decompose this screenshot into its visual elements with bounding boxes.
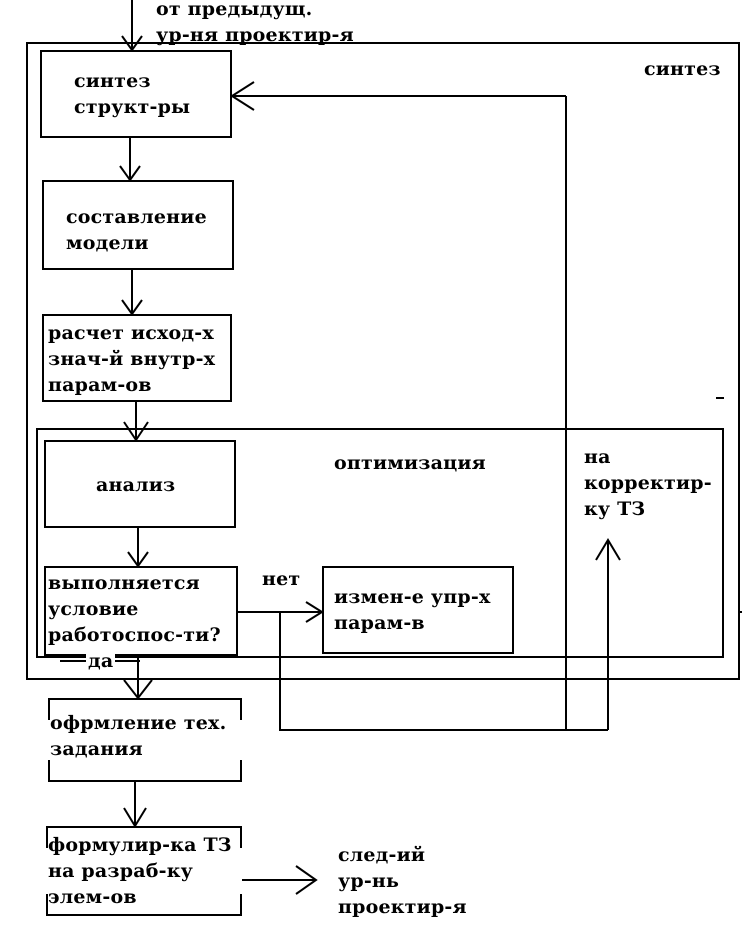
optimization-label: оптимизация: [334, 452, 486, 474]
analysis-block: анализ: [44, 440, 236, 528]
spec-formalization-text: офрмление тех. задания: [50, 712, 227, 760]
model-building-block: составление модели: [42, 180, 234, 270]
synthesis-frame-label: синтез: [644, 58, 721, 80]
change-params-block: измен-е упр-х парам-в: [322, 566, 514, 654]
spec-formalization-block: офрмление тех. задания: [48, 698, 242, 782]
initial-params-block: расчет исход-х знач-й внутр-х парам-ов: [42, 314, 232, 402]
structure-synthesis-text: синтез структ-ры: [74, 70, 191, 118]
spec-formulation-text: формулир-ка ТЗ на разраб-ку элем-ов: [48, 834, 232, 908]
previous-level-label: от предыдущ. ур-ня проектир-я: [156, 0, 354, 46]
analysis-text: анализ: [96, 474, 176, 496]
change-params-text: измен-е упр-х парам-в: [334, 586, 491, 634]
structure-synthesis-block: синтез структ-ры: [40, 50, 232, 138]
condition-block: выполняется условие работоспос-ти?: [44, 566, 238, 656]
spec-correction-label: на корректир- ку ТЗ: [584, 446, 712, 520]
condition-text: выполняется условие работоспос-ти?: [48, 572, 221, 646]
synthesis-frame: [26, 42, 740, 680]
next-level-label: след-ий ур-нь проектир-я: [338, 844, 467, 918]
optimization-frame: [36, 428, 724, 658]
model-building-text: составление модели: [66, 206, 207, 254]
initial-params-text: расчет исход-х знач-й внутр-х парам-ов: [48, 322, 216, 396]
spec-formulation-block: формулир-ка ТЗ на разраб-ку элем-ов: [46, 826, 242, 916]
no-label: нет: [262, 568, 301, 590]
yes-label: да: [86, 648, 116, 674]
